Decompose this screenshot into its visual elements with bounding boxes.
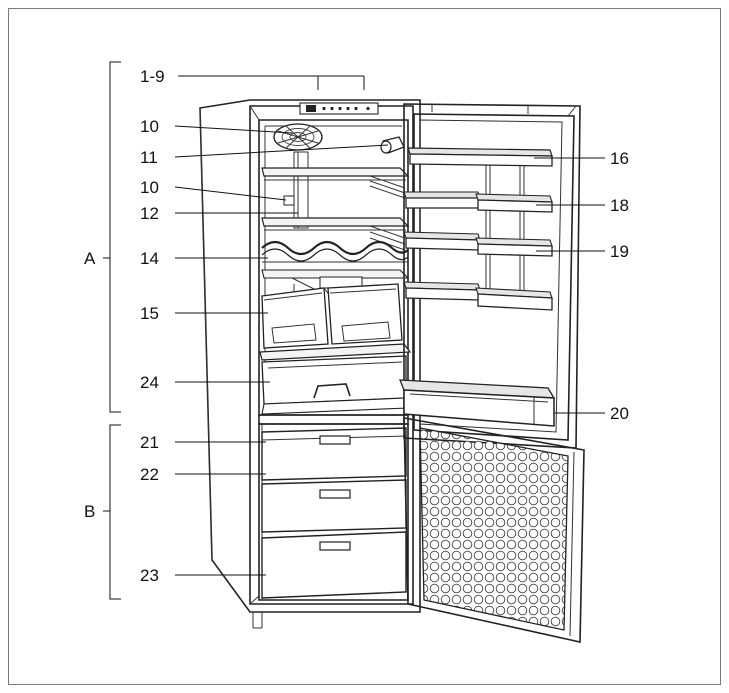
freezer-door [403,417,585,643]
fan-icon [273,123,323,151]
bottle-bin [399,379,556,427]
label-12: 12 [140,204,159,223]
door-bin-top [407,147,553,167]
label-22: 22 [140,465,159,484]
label-10-fan: 10 [140,117,159,136]
door-bin-row-19 [403,231,553,257]
door-shelf-rails [485,162,525,306]
glass-shelf-lower [261,269,410,294]
label-19: 19 [610,242,629,261]
salad-drawer-right [327,283,403,345]
label-11: 11 [140,148,158,167]
door-bin-row-4 [403,281,553,311]
label-B: B [84,502,95,521]
freezer-drawer-middle [261,479,407,533]
label-24: 24 [140,373,159,392]
freezer-drawer-top [261,427,407,481]
leader-lines [103,61,605,600]
temperature-sensor-icon [283,195,295,206]
compartment-divider [258,414,409,425]
label-18: 18 [610,196,629,215]
label-15: 15 [140,304,159,323]
glass-shelf-upper [261,167,410,181]
control-panel [299,102,379,115]
figure-border [8,8,721,685]
label-23: 23 [140,566,159,585]
wine-rack [261,240,409,263]
label-1-9: 1-9 [140,67,165,86]
salad-drawer-left [261,287,331,349]
label-20: 20 [610,404,629,423]
label-21: 21 [140,433,159,452]
air-duct [293,151,309,229]
label-16: 16 [610,149,629,168]
label-10-sensor: 10 [140,178,159,197]
label-14: 14 [140,249,159,268]
label-A: A [84,249,96,268]
freezer-drawer-bottom [261,531,407,599]
glass-shelf-middle [261,217,410,231]
door-bin-row-18 [403,191,553,213]
shelf-rails [369,175,406,251]
fresh-drawer [259,343,412,415]
interior-light-icon [380,136,405,154]
